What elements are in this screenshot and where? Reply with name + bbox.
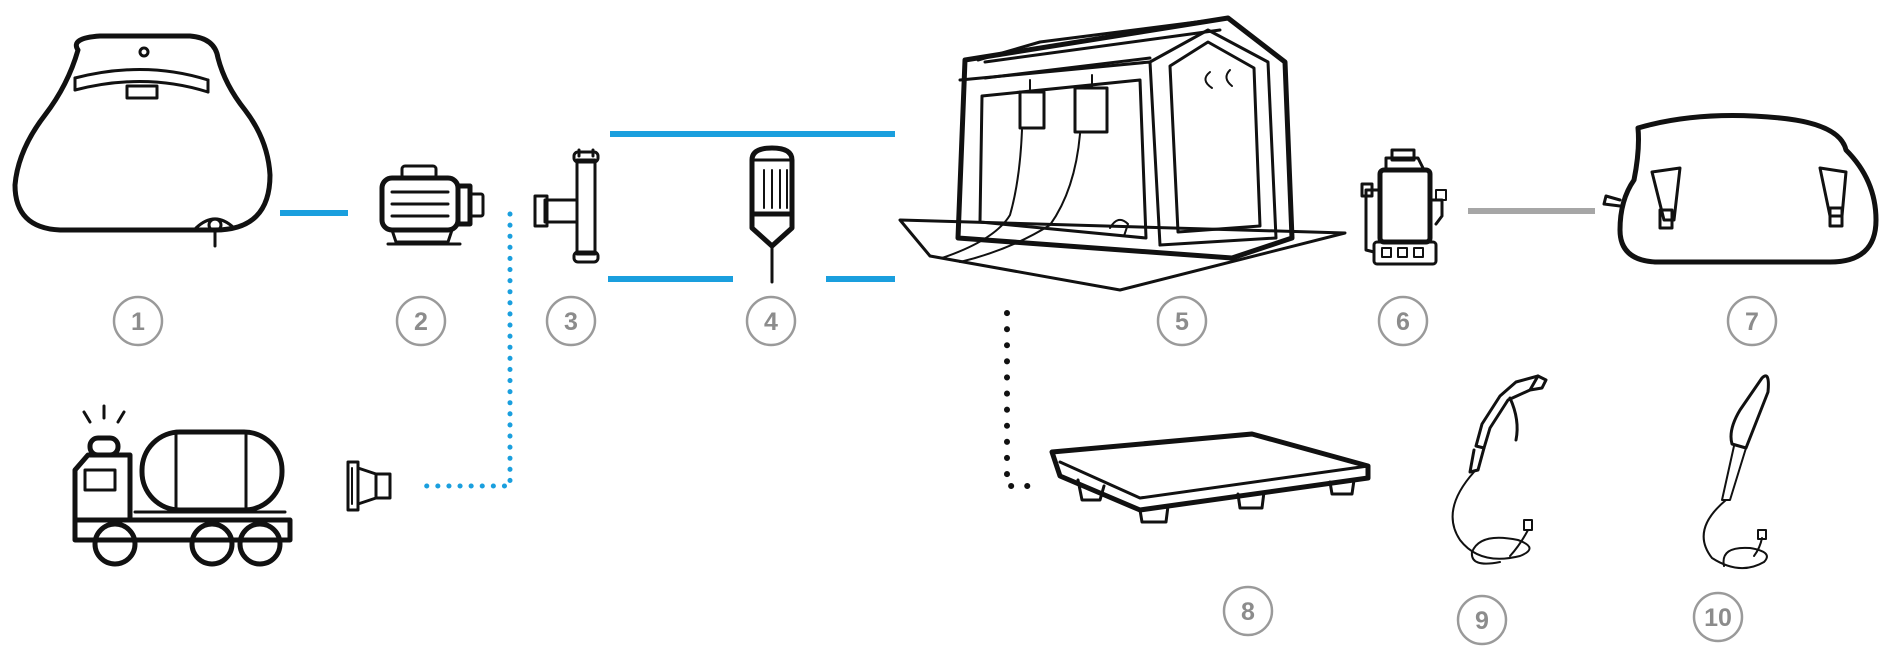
component-label-9: 9 bbox=[1456, 594, 1508, 646]
brush-lance-icon bbox=[1702, 374, 1770, 569]
label-number: 1 bbox=[131, 308, 145, 336]
pump-motor-icon bbox=[379, 164, 485, 246]
label-number: 6 bbox=[1396, 308, 1410, 336]
label-number: 8 bbox=[1241, 598, 1255, 626]
label-ring bbox=[1692, 591, 1744, 643]
dotted-drain-line-pallet bbox=[1004, 310, 1043, 489]
label-number: 2 bbox=[414, 308, 428, 336]
label-number: 9 bbox=[1475, 607, 1489, 635]
spray-gun-icon bbox=[1451, 374, 1548, 565]
label-ring bbox=[112, 295, 164, 347]
component-label-8: 8 bbox=[1222, 585, 1274, 637]
label-number: 10 bbox=[1704, 604, 1732, 632]
hose-coupling-icon bbox=[346, 460, 392, 512]
label-number: 3 bbox=[564, 308, 578, 336]
component-label-2: 2 bbox=[395, 295, 447, 347]
component-label-5: 5 bbox=[1156, 295, 1208, 347]
label-ring bbox=[1726, 295, 1778, 347]
component-label-3: 3 bbox=[545, 295, 597, 347]
label-number: 7 bbox=[1745, 308, 1759, 336]
label-ring bbox=[545, 295, 597, 347]
label-ring bbox=[395, 295, 447, 347]
label-number: 4 bbox=[764, 308, 778, 336]
label-ring bbox=[745, 295, 797, 347]
label-number: 5 bbox=[1175, 308, 1189, 336]
component-label-10: 10 bbox=[1692, 591, 1744, 643]
water-heater-icon bbox=[749, 145, 795, 284]
label-ring bbox=[1156, 295, 1208, 347]
component-label-1: 1 bbox=[112, 295, 164, 347]
component-label-4: 4 bbox=[745, 295, 797, 347]
component-label-6: 6 bbox=[1377, 295, 1429, 347]
water-bladder-icon bbox=[12, 33, 273, 248]
floor-pallet-icon bbox=[1049, 431, 1371, 524]
water-tanker-truck-icon bbox=[72, 404, 293, 567]
waste-bladder-icon bbox=[1602, 113, 1879, 265]
inflatable-shower-tent-icon bbox=[898, 15, 1347, 292]
label-ring bbox=[1222, 585, 1274, 637]
dotted-feed-line-truck bbox=[417, 211, 513, 489]
tee-connector-icon bbox=[533, 148, 600, 264]
drain-pump-icon bbox=[1360, 148, 1447, 266]
label-ring bbox=[1456, 594, 1508, 646]
label-ring bbox=[1377, 295, 1429, 347]
component-label-7: 7 bbox=[1726, 295, 1778, 347]
